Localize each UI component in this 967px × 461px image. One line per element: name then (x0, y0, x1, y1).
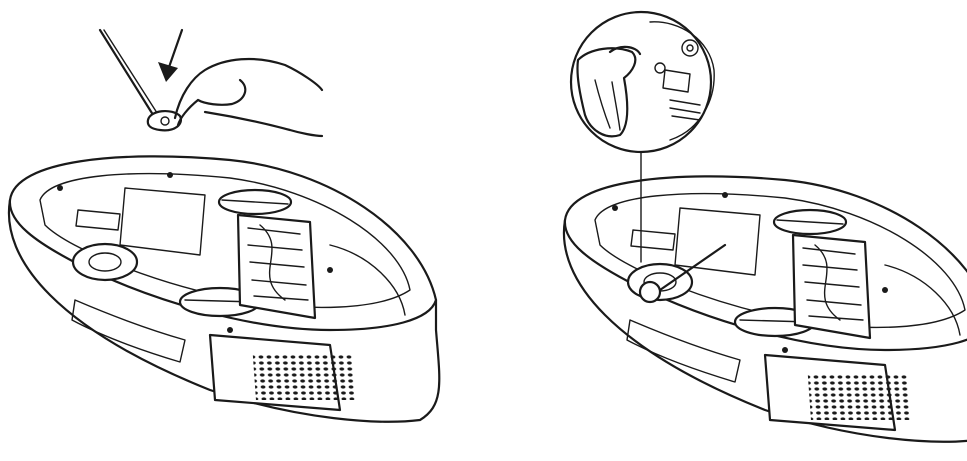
hand (173, 57, 324, 138)
side-brush-bristle (98, 28, 157, 120)
robot-vacuum-underside-right (562, 175, 967, 443)
magnifier-callout (569, 10, 715, 154)
side-brush-hub (146, 110, 183, 132)
robot-vacuum-underside-left (7, 155, 441, 423)
figure-clean-brush-mount (562, 10, 967, 443)
figure-remove-side-brush (7, 28, 441, 423)
side-brush-on-robot (658, 243, 727, 292)
down-arrow-icon (158, 28, 184, 82)
cleaning-cloth (576, 47, 637, 138)
